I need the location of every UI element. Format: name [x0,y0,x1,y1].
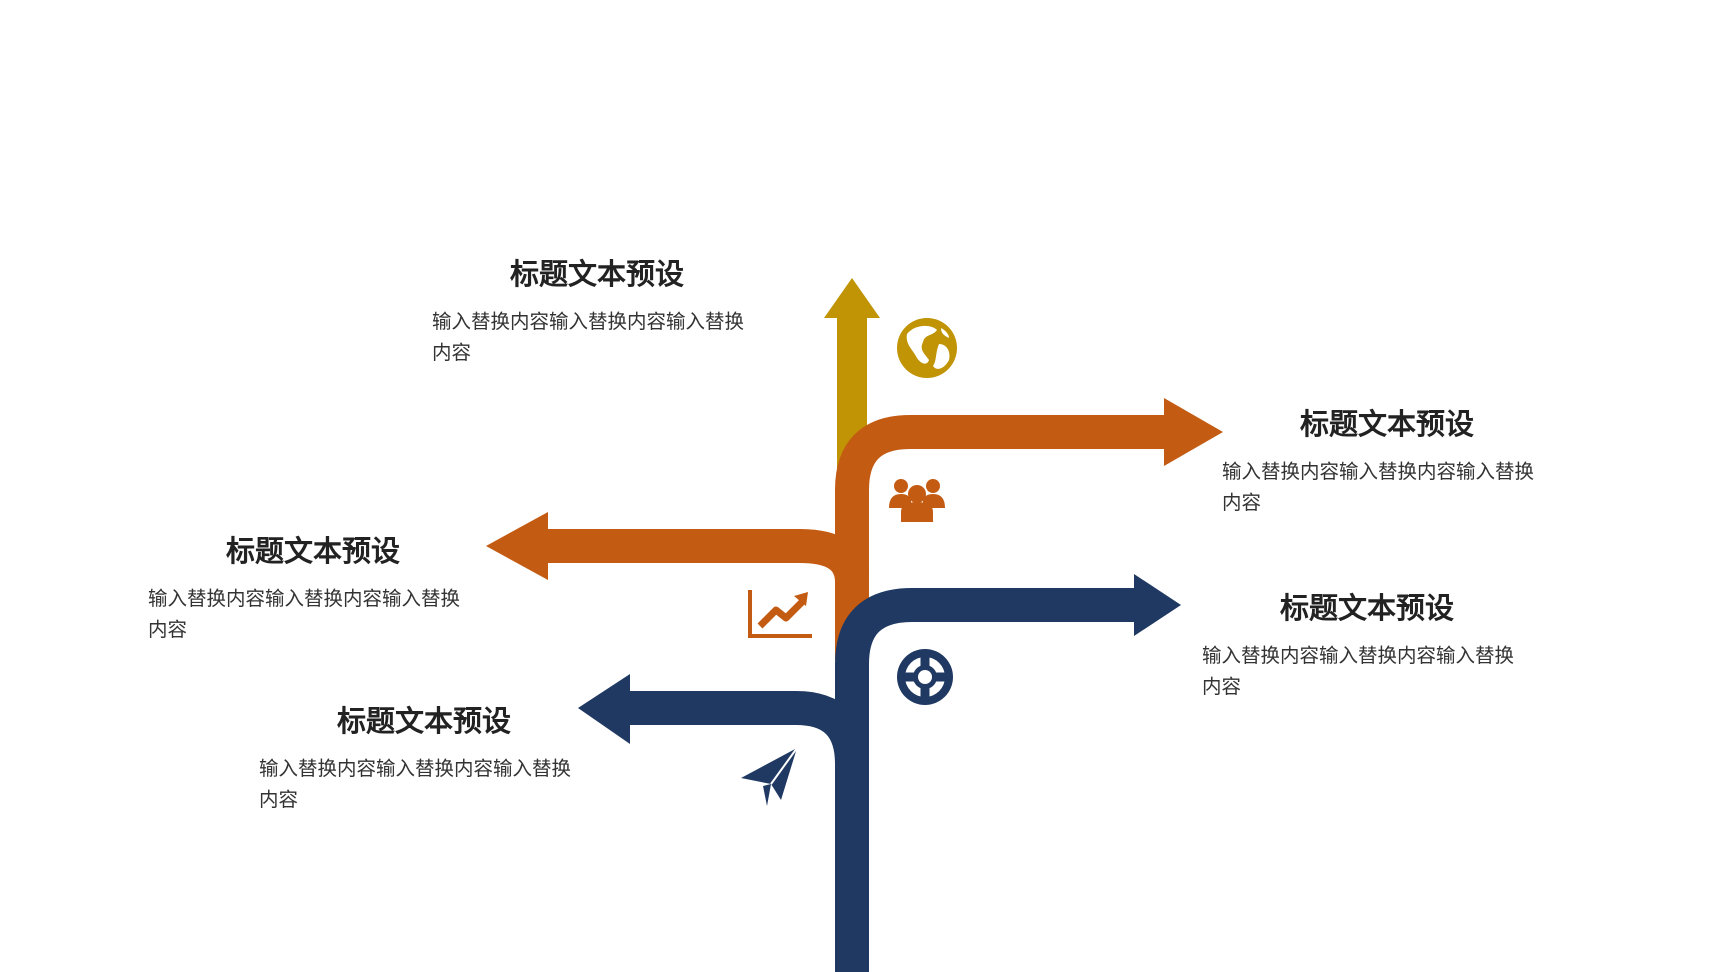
navy-right-arrow-shaft [835,588,1136,972]
navy-left-arrow-shaft [628,691,869,972]
navy-arrow-left [578,674,869,972]
orange-left-arrow-shaft [546,529,869,660]
block-description: 输入替换内容输入替换内容输入替换内容 [148,587,461,641]
block-description: 输入替换内容输入替换内容输入替换内容 [259,757,572,811]
navy-right-arrow-head [1134,574,1181,636]
people-group-icon [889,479,945,522]
text-block-top: 标题文本预设 输入替换内容输入替换内容输入替换内容 [432,256,762,368]
block-title: 标题文本预设 [336,704,511,738]
block-title: 标题文本预设 [225,534,400,568]
orange-left-arrow-head [486,512,548,580]
orange-arrow-right [835,398,1223,650]
orange-right-arrow-head [1164,398,1223,466]
block-description: 输入替换内容输入替换内容输入替换内容 [1222,460,1535,514]
block-title: 标题文本预设 [509,257,684,291]
text-block-left-upper: 标题文本预设 输入替换内容输入替换内容输入替换内容 [148,533,478,645]
lifebuoy-icon [897,649,953,705]
block-description: 输入替换内容输入替换内容输入替换内容 [432,310,745,364]
paper-plane-icon [741,747,798,806]
gold-arrow-head [824,278,880,318]
orange-right-arrow-shaft [835,415,1166,650]
orange-arrow-left [486,512,869,660]
block-description: 输入替换内容输入替换内容输入替换内容 [1202,644,1515,698]
line-chart-icon [748,590,812,638]
text-block-right-upper: 标题文本预设 输入替换内容输入替换内容输入替换内容 [1222,406,1552,518]
text-block-left-lower: 标题文本预设 输入替换内容输入替换内容输入替换内容 [259,703,589,815]
navy-arrow-right [835,574,1181,972]
block-title: 标题文本预设 [1279,591,1454,625]
navy-left-arrow-head [578,674,630,744]
globe-icon [897,318,957,378]
text-block-right-lower: 标题文本预设 输入替换内容输入替换内容输入替换内容 [1202,590,1532,702]
block-title: 标题文本预设 [1299,407,1474,441]
